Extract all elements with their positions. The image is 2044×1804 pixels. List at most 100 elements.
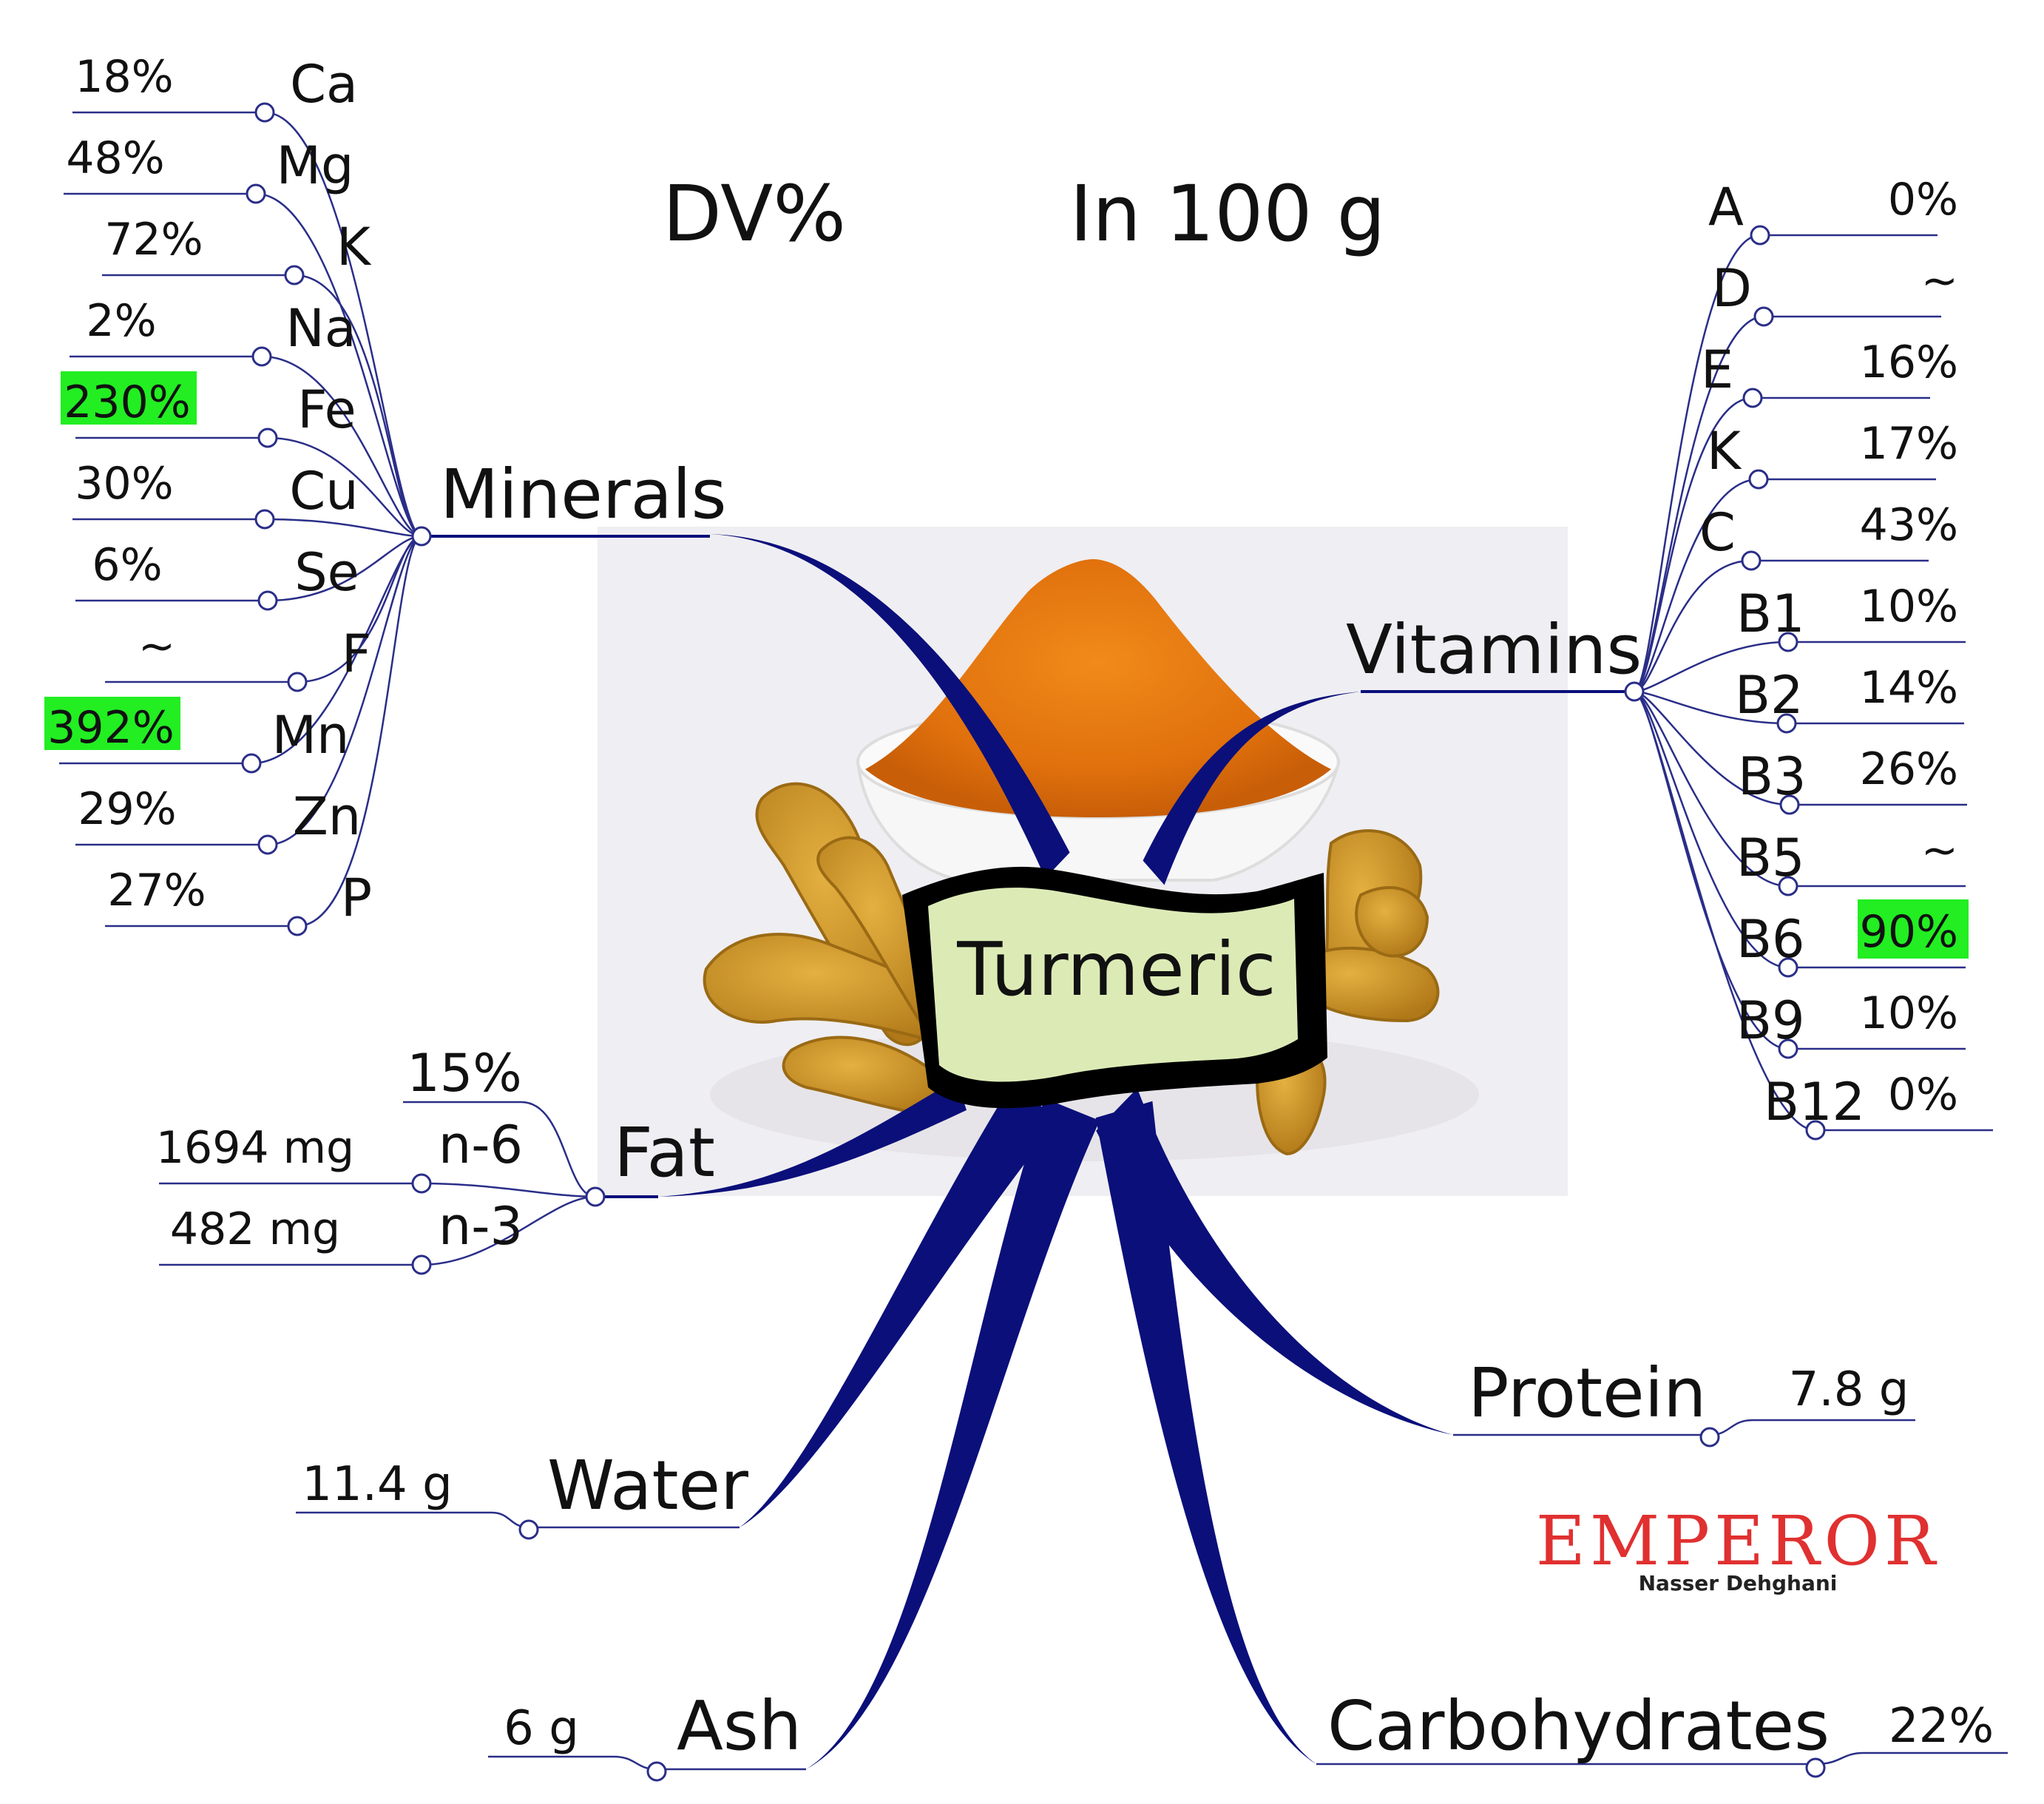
vitamin-node-2 [1742, 388, 1763, 408]
vitamins-hub [1624, 681, 1645, 702]
minerals-hub [411, 526, 432, 547]
mineral-connector-9 [267, 535, 422, 846]
mineral-value-k: 72% [104, 214, 203, 266]
vitamin-connector-7 [1634, 690, 1790, 806]
branches [422, 534, 1634, 1769]
vitamin-value-b3: 26% [1860, 743, 1958, 795]
vitamin-connector-5 [1634, 641, 1789, 693]
fat-name-n-6: n-6 [439, 1115, 523, 1175]
carbohydrates-value: 22% [1889, 1699, 1994, 1754]
fat-total-connector [403, 1101, 596, 1198]
mineral-value-ca: 18% [75, 51, 173, 103]
mineral-node-7 [287, 672, 308, 692]
fat-node-0 [411, 1173, 432, 1194]
fat-total-value: 15% [407, 1043, 522, 1104]
vitamin-node-6 [1776, 713, 1797, 734]
mineral-node-1 [246, 183, 266, 204]
vitamin-value-c: 43% [1860, 499, 1958, 551]
center-flag [928, 888, 1298, 1082]
vitamin-node-4 [1741, 550, 1762, 571]
vitamin-node-9 [1778, 957, 1798, 978]
vitamin-value-b1: 10% [1860, 581, 1958, 632]
vitamin-connector-9 [1634, 690, 1789, 969]
vitamin-value-b9: 10% [1860, 987, 1958, 1039]
vitamin-name-b2: B2 [1735, 665, 1804, 726]
mineral-value-zn: 29% [78, 783, 176, 835]
vitamin-name-k: K [1707, 421, 1742, 482]
mineral-node-9 [257, 834, 278, 855]
mineral-connector-2 [294, 274, 422, 538]
turmeric-roots [703, 782, 1440, 1156]
fat-node-1 [411, 1254, 432, 1275]
mineral-name-fe: Fe [297, 379, 356, 440]
mineral-node-4 [257, 428, 278, 448]
water-value-underline [296, 1511, 529, 1529]
mineral-value-f: ~ [138, 621, 175, 672]
mineral-name-se: Se [294, 542, 359, 603]
mineral-name-p: P [341, 868, 372, 928]
mineral-value-cu: 30% [75, 458, 173, 510]
vitamin-connector-0 [1634, 234, 1761, 693]
fat-value-n-6: 1694 mg [156, 1122, 354, 1174]
labels-layer: MineralsCa18%Mg48%K72%Na2%Fe230%Cu30%Se6… [44, 51, 1994, 1766]
protein-value: 7.8 g [1789, 1362, 1909, 1417]
mineral-name-mg: Mg [277, 135, 354, 196]
mineral-name-k: K [336, 217, 372, 277]
mineral-name-zn: Zn [293, 786, 361, 847]
vitamin-name-b6: B6 [1736, 909, 1805, 970]
author-logo: EMPEROR Nasser Dehghani [1536, 1501, 1940, 1595]
fat-value-n-3: 482 mg [170, 1203, 340, 1255]
vitamin-value-b6: 90% [1860, 906, 1958, 958]
vitamin-value-b12: 0% [1888, 1069, 1958, 1121]
logo-subtitle: Nasser Dehghani [1639, 1571, 1838, 1595]
mineral-value-mn: 392% [47, 702, 175, 754]
turmeric-photo [598, 527, 1568, 1196]
mineral-connector-10 [297, 535, 422, 928]
vitamin-name-b1: B1 [1736, 584, 1805, 644]
mineral-node-5 [254, 509, 275, 530]
vitamins-label: Vitamins [1346, 610, 1642, 689]
ash-value: 6 g [504, 1701, 579, 1756]
branch-ash [806, 1098, 1100, 1769]
logo-title: EMPEROR [1536, 1501, 1940, 1581]
vitamin-value-d: ~ [1921, 255, 1958, 307]
vitamin-value-k: 17% [1860, 418, 1958, 470]
vitamin-name-e: E [1701, 339, 1733, 400]
vitamin-name-a: A [1708, 177, 1744, 237]
center-label: Turmeric [956, 926, 1276, 1013]
leaf-connectors [59, 102, 2008, 1782]
mineral-value-se: 6% [92, 539, 162, 591]
vitamin-name-b12: B12 [1764, 1072, 1865, 1132]
vitamin-node-5 [1778, 632, 1798, 652]
carbohydrates-node [1805, 1757, 1826, 1778]
minerals-label: Minerals [440, 455, 727, 534]
mineral-value-na: 2% [86, 295, 156, 347]
fat-hub [585, 1186, 606, 1207]
water-value: 11.4 g [302, 1457, 452, 1512]
mineral-highlight-4 [61, 371, 197, 425]
mineral-node-0 [254, 102, 275, 123]
vitamin-connector-3 [1634, 478, 1759, 693]
mineral-node-10 [287, 916, 308, 936]
vitamin-name-c: C [1699, 502, 1736, 563]
dv-header: DV% [663, 169, 846, 259]
branch-minerals [710, 534, 1070, 879]
vitamin-value-b5: ~ [1921, 825, 1958, 876]
ash-value-underline [488, 1755, 657, 1771]
mineral-value-p: 27% [107, 865, 206, 916]
vitamin-connector-2 [1634, 396, 1753, 693]
water-label: Water [547, 1446, 748, 1525]
protein-node [1699, 1427, 1720, 1447]
vitamin-connector-8 [1634, 690, 1789, 888]
mineral-name-f: F [342, 624, 371, 684]
vitamin-name-b3: B3 [1738, 746, 1807, 807]
mineral-name-ca: Ca [290, 54, 358, 115]
mineral-connector-3 [261, 355, 422, 538]
serving-header: In 100 g [1069, 169, 1385, 259]
carbohydrates-value-underline [1815, 1751, 2008, 1766]
vitamin-node-1 [1753, 306, 1774, 327]
mineral-name-na: Na [285, 298, 356, 359]
powder-mound [865, 558, 1331, 817]
